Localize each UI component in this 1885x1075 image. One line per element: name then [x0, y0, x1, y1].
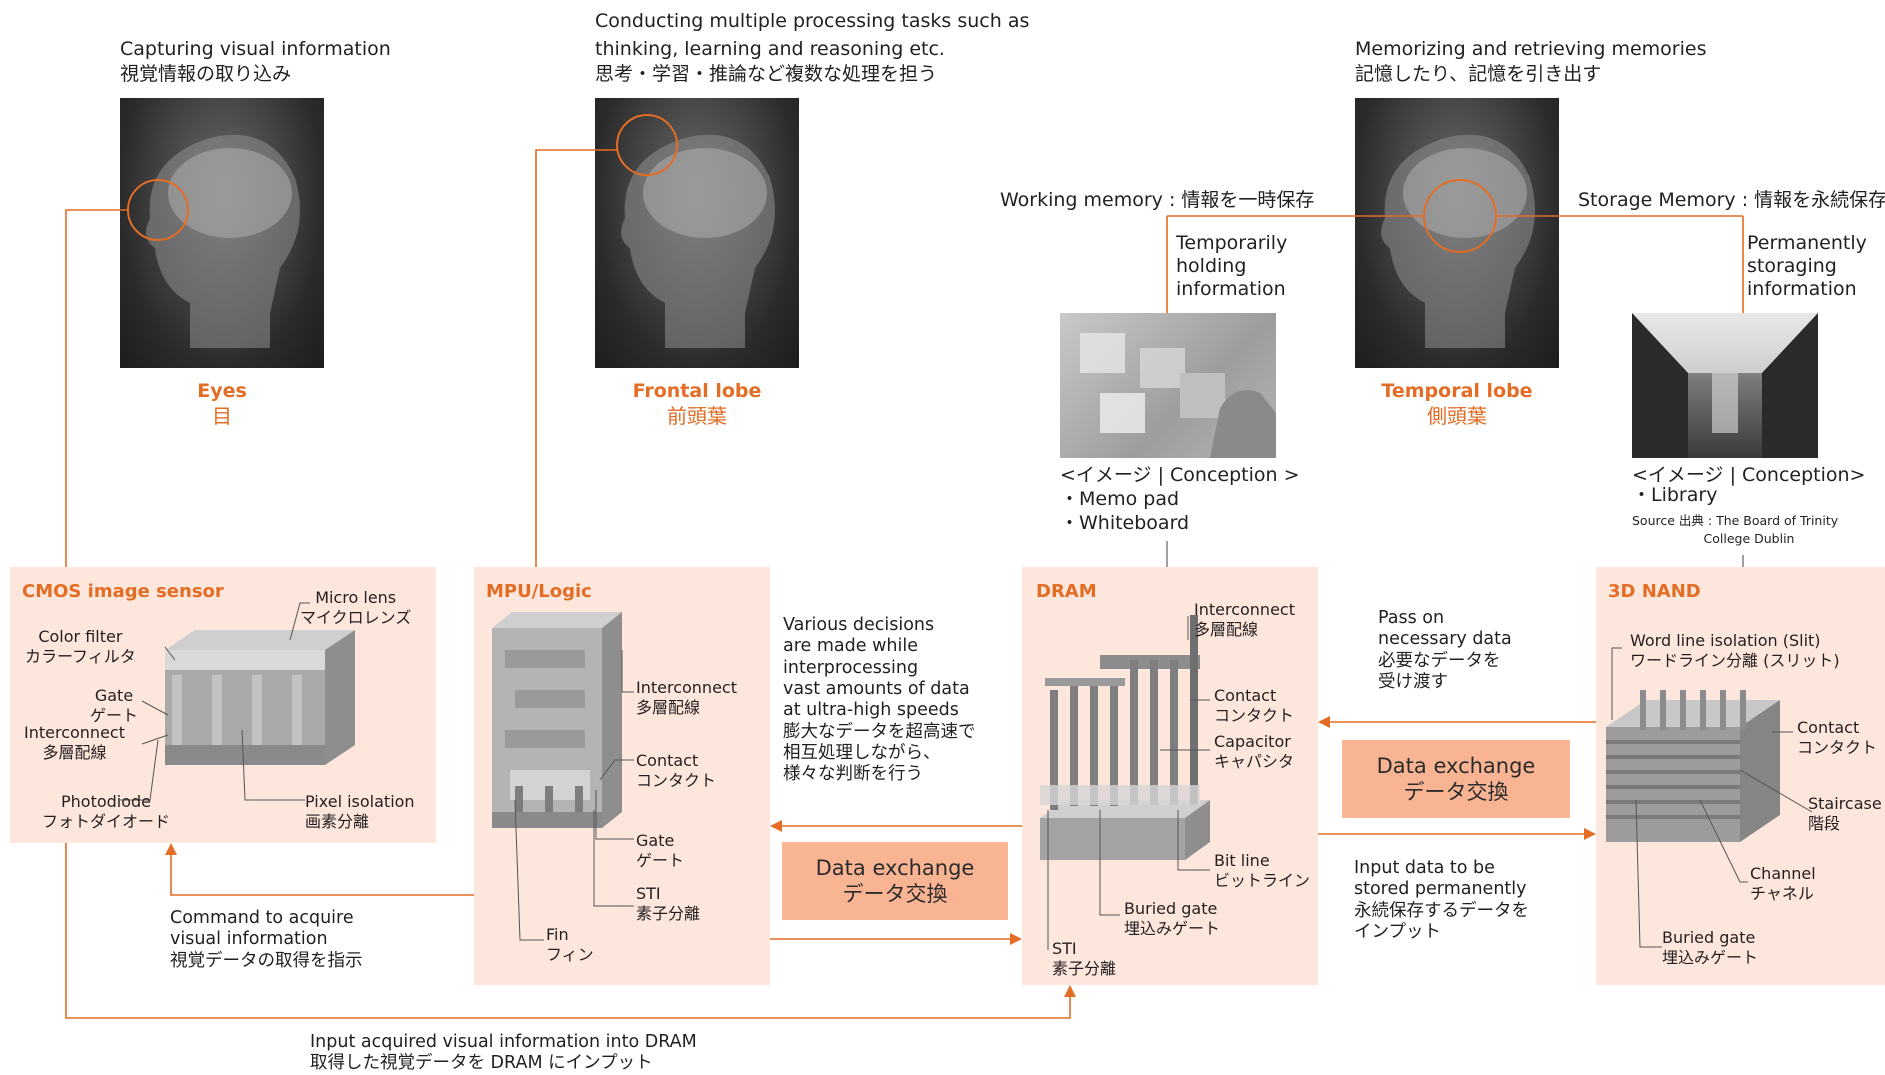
memo-pad-image [1060, 313, 1276, 458]
eyes-focus-circle [127, 179, 189, 241]
arrow-mpu-to-cmos [170, 851, 474, 896]
eyes-caption-jp: 視覚情報の取り込み [120, 63, 292, 85]
dram-contact-label: Contact コンタクト [1214, 686, 1295, 725]
dram-sti-label: STI 素子分離 [1052, 939, 1117, 978]
data-exchange-label-en: Data exchange [1376, 753, 1536, 778]
cmos-block-icon [165, 630, 355, 765]
cmos-photodiode-label: Photodiode フォトダイオード [42, 792, 171, 831]
mpu-contact-label: Contact コンタクト [636, 751, 717, 790]
cmos-gate-label: Gate ゲート [90, 686, 139, 725]
temporal-label-jp: 側頭葉 [1427, 404, 1487, 428]
storage-memory-desc: Permanently storaging information [1747, 232, 1867, 301]
arrowhead-up-icon [1064, 985, 1076, 997]
storage-item-library: ・Library [1632, 484, 1718, 506]
cmos-micro-lens-label: Micro lens マイクロレンズ [300, 588, 412, 627]
input-dram-text: Input acquired visual information into D… [310, 1032, 697, 1074]
nand-staircase-label: Staircase 階段 [1808, 794, 1882, 833]
frontal-connector [535, 149, 617, 567]
frontal-caption-jp: 思考・学習・推論など複数な処理を担う [595, 63, 938, 85]
cmos-title: CMOS image sensor [22, 581, 224, 602]
mpu-interconnect-label: Interconnect 多層配線 [636, 678, 737, 717]
dram-bit-line-label: Bit line ビットライン [1214, 851, 1311, 890]
frontal-label-jp: 前頭葉 [667, 404, 727, 428]
data-exchange-label-jp: データ交換 [842, 882, 948, 906]
mpu-title: MPU/Logic [486, 581, 592, 602]
cmos-pixel-isolation-label: Pixel isolation 画素分離 [305, 792, 415, 831]
arrow-cmos-to-dram [65, 843, 1071, 1019]
dram-interconnect-label: Interconnect 多層配線 [1194, 600, 1295, 639]
working-item-memo: ・Memo pad [1060, 488, 1180, 510]
pass-on-text: Pass on necessary data 必要なデータを 受け渡す [1378, 608, 1512, 693]
nand-buried-gate-label: Buried gate 埋込みゲート [1662, 928, 1759, 967]
head-silhouette-icon [621, 134, 775, 348]
nand-word-line-label: Word line isolation (Slit) ワードライン分離 (スリッ… [1630, 631, 1840, 670]
temporal-caption-en: Memorizing and retrieving memories [1355, 38, 1707, 60]
nand-contact-label: Contact コンタクト [1797, 718, 1878, 757]
arrowhead-right-icon [1010, 933, 1022, 945]
eyes-connector [65, 209, 128, 567]
frontal-label-en: Frontal lobe [632, 380, 762, 402]
working-conception: <イメージ | Conception > [1060, 464, 1300, 486]
library-image [1632, 313, 1818, 458]
working-item-whiteboard: ・Whiteboard [1060, 512, 1190, 534]
mpu-sti-label: STI 素子分離 [636, 884, 701, 923]
nand-channel-label: Channel チャネル [1750, 864, 1816, 903]
command-text: Command to acquire visual information 視覚… [170, 908, 363, 971]
cmos-interconnect-label: Interconnect 多層配線 [24, 723, 125, 762]
working-memory-desc: Temporarily holding information [1176, 232, 1288, 301]
input-permanent-text: Input data to be stored permanently 永続保存… [1354, 858, 1529, 943]
mpu-fin-label: Fin フィン [546, 925, 594, 964]
arrowhead-left-icon [770, 820, 782, 832]
decisions-text: Various decisions are made while interpr… [783, 615, 976, 785]
frontal-caption-2: thinking, learning and reasoning etc. [595, 38, 945, 60]
storage-conception: <イメージ | Conception> [1632, 464, 1866, 486]
head-silhouette-icon [146, 134, 300, 348]
storage-source: Source 出典 : The Board of Trinity College… [1632, 513, 1839, 547]
eyes-label-en: Eyes [197, 380, 247, 402]
brain-image-frontal [595, 98, 799, 368]
brain-image-temporal [1355, 98, 1559, 368]
dram-title: DRAM [1036, 581, 1097, 602]
working-memory-title: Working memory : 情報を一時保存 [1000, 189, 1315, 211]
mpu-gate-label: Gate ゲート [636, 831, 685, 870]
temporal-caption-jp: 記憶したり、記憶を引き出す [1355, 63, 1602, 85]
data-exchange-label-jp: データ交換 [1403, 780, 1509, 804]
eyes-caption-en: Capturing visual information [120, 38, 391, 60]
dram-buried-gate-label: Buried gate 埋込みゲート [1124, 899, 1221, 938]
nand-title: 3D NAND [1608, 581, 1701, 602]
frontal-focus-circle [616, 114, 678, 176]
memo-notes-icon [1080, 333, 1276, 458]
cmos-color-filter-label: Color filter カラーフィルタ [25, 627, 136, 666]
storage-memory-title: Storage Memory : 情報を永続保存 [1578, 189, 1885, 211]
arrowhead-right-icon [1584, 828, 1596, 840]
temporal-focus-circle [1423, 179, 1497, 253]
dram-block-icon [1040, 615, 1210, 860]
arrowhead-up-icon [165, 843, 177, 855]
arrowhead-left-icon [1318, 716, 1330, 728]
data-exchange-label-en: Data exchange [815, 855, 975, 880]
temporal-label-en: Temporal lobe [1381, 380, 1533, 402]
frontal-caption-1: Conducting multiple processing tasks suc… [595, 10, 1030, 32]
mpu-block-icon [492, 612, 622, 828]
brain-image-eyes [120, 98, 324, 368]
eyes-label-jp: 目 [212, 404, 232, 428]
library-hall-icon [1632, 313, 1818, 458]
nand-block-icon [1606, 690, 1780, 842]
data-exchange-box-mpu-dram: Data exchange データ交換 [782, 842, 1008, 920]
dram-capacitor-label: Capacitor キャパシタ [1214, 732, 1295, 771]
data-exchange-box-dram-nand: Data exchange データ交換 [1342, 740, 1570, 818]
